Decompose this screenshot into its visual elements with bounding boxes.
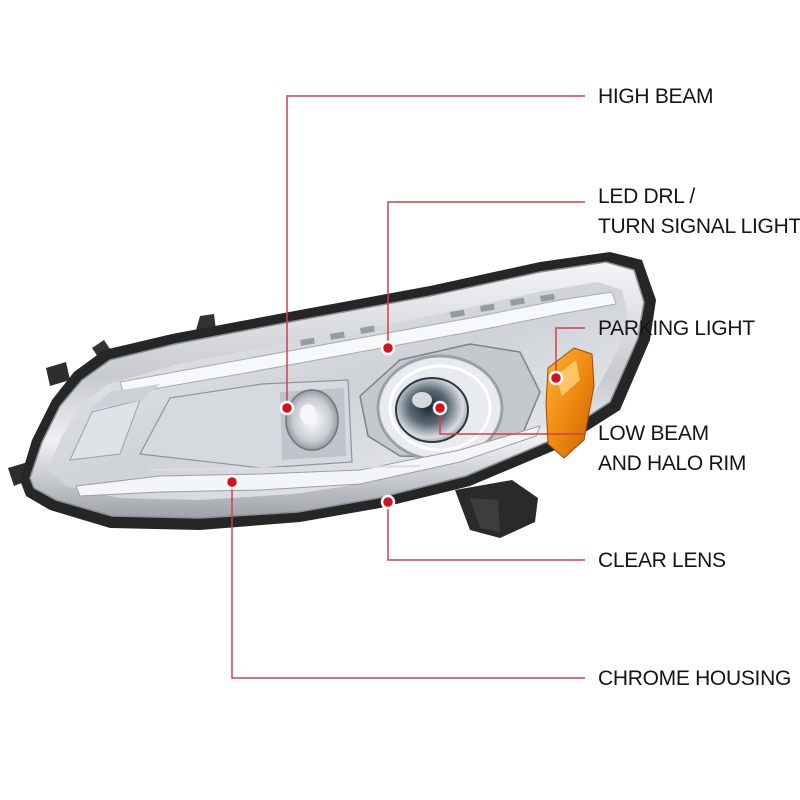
headlight-assembly bbox=[8, 252, 656, 538]
label-led-drl-turn-signal: LED DRL / TURN SIGNAL LIGHT bbox=[598, 182, 800, 242]
label-parking-light-line-1: PARKING LIGHT bbox=[598, 317, 755, 340]
label-parking-light: PARKING LIGHT bbox=[598, 314, 755, 344]
low-beam-projector-lens bbox=[395, 377, 469, 443]
clear-lens-edge bbox=[75, 425, 541, 497]
callout-lines bbox=[231, 95, 585, 679]
label-high-beam-line-1: HIGH BEAM bbox=[598, 85, 714, 108]
leader-clear-lens bbox=[387, 502, 585, 561]
label-chrome-housing-line-1: CHROME HOUSING bbox=[598, 667, 791, 690]
label-low-beam-halo-rim: LOW BEAM AND HALO RIM bbox=[598, 419, 746, 479]
label-led-drl-line-1: LED DRL / bbox=[598, 185, 695, 208]
leader-led-drl bbox=[387, 201, 585, 348]
label-clear-lens-line-1: CLEAR LENS bbox=[598, 549, 726, 572]
led-drl-strip bbox=[119, 291, 617, 395]
label-chrome-housing: CHROME HOUSING bbox=[598, 664, 791, 694]
callout-markers bbox=[224, 340, 564, 510]
marker-chrome-housing bbox=[224, 474, 240, 490]
label-led-drl-line-2: TURN SIGNAL LIGHT bbox=[598, 215, 800, 238]
marker-clear-lens bbox=[380, 494, 396, 510]
parking-light-amber bbox=[545, 347, 595, 459]
top-clip bbox=[196, 314, 216, 330]
marker-low-beam bbox=[432, 400, 448, 416]
label-low-beam-line-1: LOW BEAM bbox=[598, 422, 709, 445]
leader-chrome-housing bbox=[231, 482, 585, 679]
marker-parking-light bbox=[548, 370, 564, 386]
label-clear-lens: CLEAR LENS bbox=[598, 546, 726, 576]
leader-low-beam bbox=[439, 408, 585, 435]
leader-high-beam bbox=[286, 95, 585, 408]
label-high-beam: HIGH BEAM bbox=[598, 82, 713, 112]
marker-led-drl bbox=[380, 340, 396, 356]
leader-parking-light bbox=[555, 327, 585, 378]
marker-high-beam bbox=[279, 400, 295, 416]
label-low-beam-line-2: AND HALO RIM bbox=[598, 452, 747, 475]
